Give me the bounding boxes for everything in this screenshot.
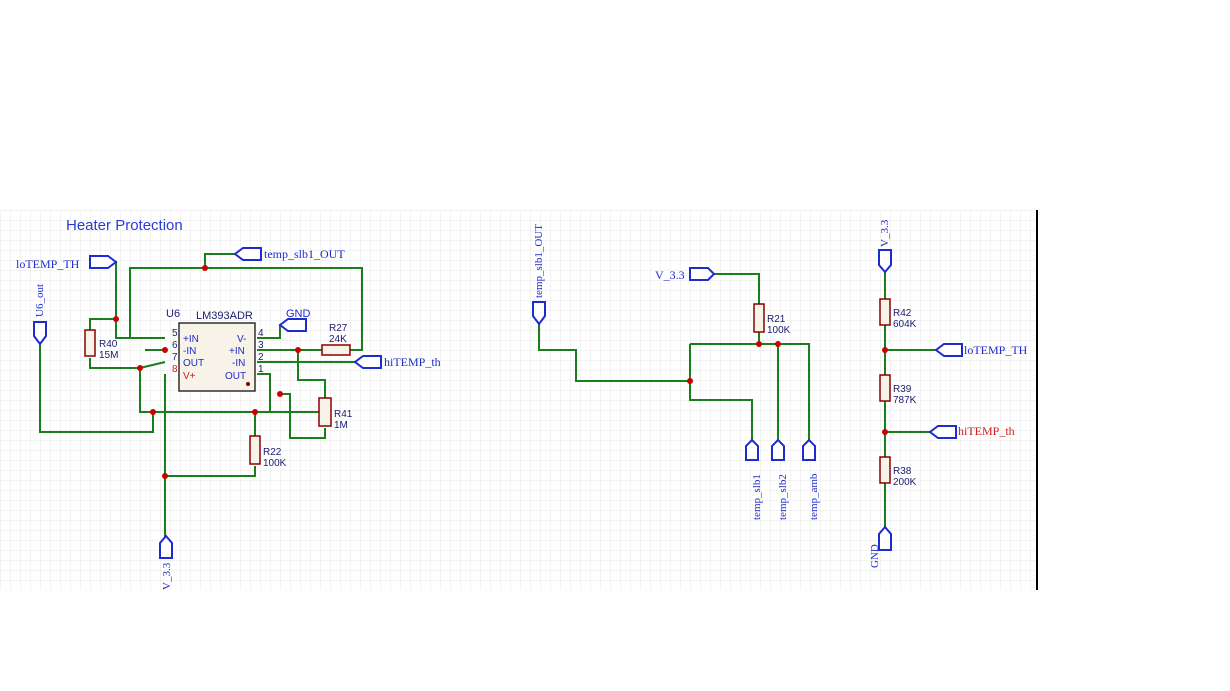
ic-part: LM393ADR — [196, 310, 253, 322]
right-junctions — [882, 347, 888, 435]
net-label: V_3.3 — [879, 219, 891, 247]
net-label: loTEMP_TH — [964, 343, 1028, 357]
left-junctions — [113, 265, 301, 479]
net-label: hiTEMP_th — [958, 424, 1015, 438]
middle-wires — [538, 273, 810, 440]
net-port-lotemp-th[interactable]: loTEMP_TH — [16, 255, 118, 271]
resistor-ref: R42 — [893, 308, 912, 319]
resistor-r27[interactable]: R27 24K — [321, 323, 351, 356]
net-port-temp-slb1-out-mid[interactable]: temp_slb1_OUT — [532, 224, 546, 326]
resistor-ref: R39 — [893, 384, 912, 395]
resistor-r22[interactable]: R22 100K — [249, 435, 287, 469]
net-label: temp_slb1 — [751, 474, 763, 520]
ic-pin-num: 7 — [172, 352, 178, 363]
ic-pin-num: 1 — [258, 364, 264, 375]
net-label: hiTEMP_th — [384, 355, 441, 369]
ic-pin-name: -IN — [232, 358, 245, 369]
net-label: GND — [286, 308, 311, 320]
middle-junctions — [687, 341, 781, 384]
grid-canvas — [0, 210, 1037, 590]
net-port-v33-right[interactable]: V_3.3 — [878, 219, 892, 274]
net-label: U6_out — [34, 284, 46, 317]
ic-pin-name: V- — [237, 334, 246, 345]
ic-u6[interactable]: U6 LM393ADR 5 6 7 8 +IN -IN OUT V+ V- +I… — [166, 308, 264, 392]
resistor-r42[interactable]: R42 604K — [879, 298, 917, 330]
resistor-value: 100K — [263, 458, 287, 469]
right-wires — [884, 272, 936, 527]
resistor-r40[interactable]: R40 15M — [84, 329, 118, 361]
ic-pin-name: +IN — [183, 334, 199, 345]
resistor-ref: R27 — [329, 323, 348, 334]
resistor-r38[interactable]: R38 200K — [879, 456, 917, 488]
resistor-value: 15M — [99, 350, 118, 361]
resistor-value: 787K — [893, 395, 917, 406]
ic-pin-num: 2 — [258, 352, 264, 363]
ic-pin-num: 6 — [172, 340, 178, 351]
ic-pin-num: 5 — [172, 328, 178, 339]
ic-pin-name: OUT — [183, 358, 204, 369]
net-port-lotemp-th-right[interactable]: loTEMP_TH — [934, 343, 1028, 357]
ic-pin-name: +IN — [229, 346, 245, 357]
net-label: V_3.3 — [161, 562, 173, 590]
resistor-ref: R38 — [893, 466, 912, 477]
resistor-value: 200K — [893, 477, 917, 488]
net-port-gnd[interactable]: GND — [278, 308, 311, 332]
resistor-value: 100K — [767, 325, 791, 336]
ic-pin-name: V+ — [183, 371, 196, 382]
net-port-hitemp-th[interactable]: hiTEMP_th — [353, 355, 441, 369]
net-label: loTEMP_TH — [16, 257, 80, 271]
net-label: temp_slb1_OUT — [533, 224, 545, 298]
resistor-r41[interactable]: R41 1M — [318, 397, 353, 431]
net-label: temp_slb1_OUT — [264, 247, 345, 261]
net-port-temp-slb2[interactable]: temp_slb2 — [771, 438, 789, 520]
net-port-u6-out[interactable]: U6_out — [33, 284, 47, 346]
net-port-v33-mid[interactable]: V_3.3 — [655, 267, 716, 282]
resistor-ref: R22 — [263, 447, 282, 458]
net-port-temp-amb[interactable]: temp_amb — [802, 438, 820, 520]
ic-pin-num: 4 — [258, 328, 264, 339]
net-port-v33-bottom[interactable]: V_3.3 — [159, 534, 173, 590]
net-label: GND — [869, 544, 881, 568]
resistor-value: 1M — [334, 420, 348, 431]
net-label: temp_slb2 — [777, 474, 789, 520]
diagram-title: Heater Protection — [66, 217, 183, 234]
resistor-r21[interactable]: R21 100K — [753, 303, 791, 336]
resistor-r39[interactable]: R39 787K — [879, 374, 917, 406]
resistor-value: 604K — [893, 319, 917, 330]
net-port-temp-slb1[interactable]: temp_slb1 — [745, 438, 763, 520]
resistor-ref: R40 — [99, 339, 118, 350]
net-label: temp_amb — [808, 473, 820, 520]
ic-ref: U6 — [166, 308, 180, 320]
ic-pin-name: OUT — [225, 371, 246, 382]
left-wires — [39, 253, 363, 540]
net-port-gnd-right[interactable]: GND — [869, 525, 892, 568]
resistor-ref: R21 — [767, 314, 786, 325]
ic-pin-num: 3 — [258, 340, 264, 351]
resistor-ref: R41 — [334, 409, 353, 420]
ic-pin-name: -IN — [183, 346, 196, 357]
net-port-hitemp-th-right[interactable]: hiTEMP_th — [928, 424, 1015, 439]
resistor-value: 24K — [329, 334, 347, 345]
net-port-temp-slb1-out[interactable]: temp_slb1_OUT — [233, 247, 345, 261]
net-label: V_3.3 — [655, 268, 685, 282]
ic-pin-num: 8 — [172, 364, 178, 375]
